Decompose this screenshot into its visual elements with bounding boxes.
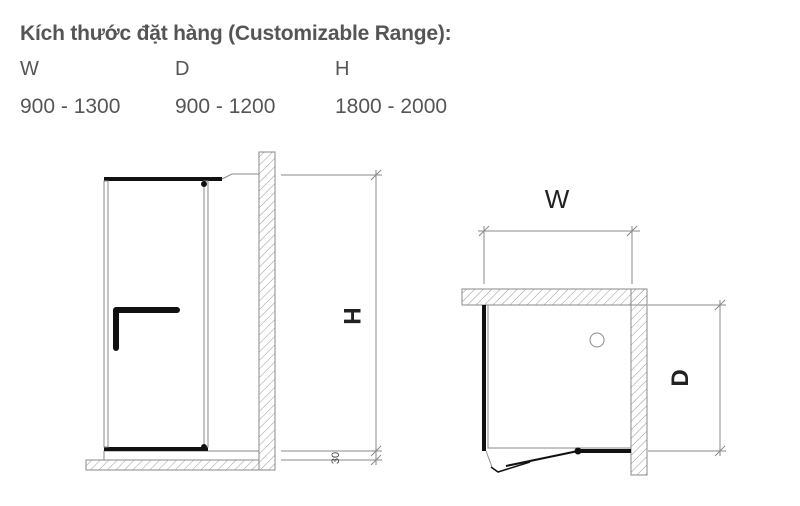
depth-label: D [667, 369, 694, 386]
dimension-range: 1800 - 2000 [335, 95, 448, 118]
dimension-range: 900 - 1300 [20, 95, 121, 118]
door-glass-panel [203, 180, 209, 448]
drain-icon [589, 332, 605, 348]
dimension-depth: D 900 - 1200 [175, 58, 275, 118]
door-handle-plan-icon [490, 461, 531, 473]
dimension-tick [370, 169, 382, 181]
door-arc-line [485, 450, 493, 468]
back-wall-hatched [461, 288, 648, 306]
dimension-range: 900 - 1200 [175, 95, 276, 118]
plan-view: W D [461, 184, 726, 476]
dimension-tick [478, 225, 490, 237]
shower-tray [103, 450, 260, 461]
width-label: W [545, 184, 570, 214]
dimension-tick [370, 454, 382, 466]
hinge-icon [201, 181, 207, 187]
hinge-icon [201, 444, 207, 450]
tray-outline [487, 304, 632, 449]
top-frame-bar [104, 177, 222, 181]
dimension-label: D [175, 58, 190, 80]
bottom-frame-bar [104, 447, 208, 451]
wall-hatched [258, 151, 276, 471]
dimension-tick [370, 445, 382, 457]
dimension-height: H 1800 - 2000 [335, 58, 447, 118]
side-wall-hatched [630, 288, 648, 476]
dimension-tick [714, 299, 726, 311]
header-bracket [221, 173, 259, 180]
dimension-tick [714, 445, 726, 457]
height-label: H [338, 307, 365, 324]
dimension-label: H [335, 58, 350, 80]
front-fixed-panel [578, 449, 631, 453]
door-swing-line [505, 450, 579, 467]
dimension-label: W [20, 58, 39, 80]
side-elevation-view: H 30 [85, 151, 382, 471]
page-title: Kích thước đặt hàng (Customizable Range)… [20, 22, 452, 45]
fixed-glass-plan [482, 305, 486, 451]
door-handle-icon [113, 307, 180, 351]
pivot-icon [574, 447, 582, 455]
base-height-label: 30 [330, 452, 342, 464]
fixed-glass-panel [103, 180, 109, 448]
dimension-tick [626, 225, 638, 237]
floor-hatched [85, 459, 260, 471]
dimension-width: W 900 - 1300 [20, 58, 120, 118]
